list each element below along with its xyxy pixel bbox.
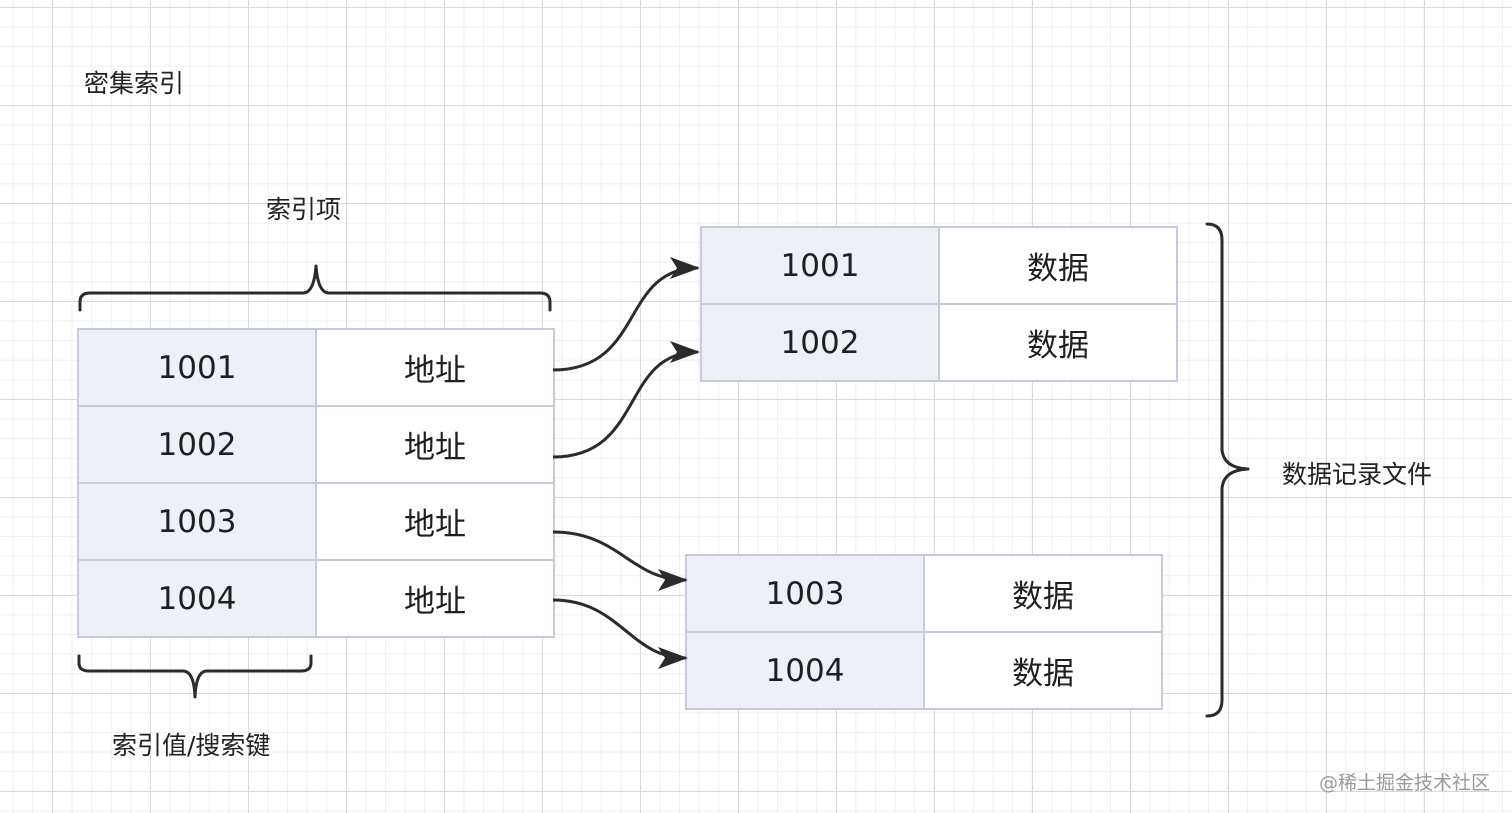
arrow-1004 bbox=[552, 598, 688, 669]
data-row: 1004 数据 bbox=[685, 631, 1163, 710]
index-address-cell: 地址 bbox=[315, 405, 555, 484]
data-block-top: 1001 数据 1002 数据 bbox=[700, 226, 1178, 382]
index-row: 1003 地址 bbox=[77, 482, 555, 561]
data-file-label: 数据记录文件 bbox=[1282, 460, 1433, 489]
index-entry-label: 索引项 bbox=[266, 195, 342, 224]
index-address-cell: 地址 bbox=[315, 328, 555, 407]
arrow-1001 bbox=[552, 257, 700, 372]
data-key-cell: 1001 bbox=[700, 226, 940, 305]
index-key-cell: 1003 bbox=[77, 482, 317, 561]
index-table: 1001 地址 1002 地址 1003 地址 1004 地址 bbox=[77, 328, 555, 638]
data-key-cell: 1002 bbox=[700, 303, 940, 382]
index-address-cell: 地址 bbox=[315, 482, 555, 561]
diagram-title: 密集索引 bbox=[84, 69, 185, 98]
arrow-1002 bbox=[552, 341, 700, 459]
index-address-cell: 地址 bbox=[315, 559, 555, 638]
data-value-cell: 数据 bbox=[923, 631, 1163, 710]
data-value-cell: 数据 bbox=[938, 226, 1178, 305]
data-row: 1003 数据 bbox=[685, 554, 1163, 633]
index-key-cell: 1004 bbox=[77, 559, 317, 638]
arrow-1003 bbox=[552, 530, 688, 591]
data-value-cell: 数据 bbox=[923, 554, 1163, 633]
index-row: 1002 地址 bbox=[77, 405, 555, 484]
index-row: 1001 地址 bbox=[77, 328, 555, 407]
index-entry-brace bbox=[78, 264, 552, 312]
index-key-cell: 1002 bbox=[77, 405, 317, 484]
data-value-cell: 数据 bbox=[938, 303, 1178, 382]
data-row: 1002 数据 bbox=[700, 303, 1178, 382]
index-key-brace bbox=[77, 654, 313, 699]
index-row: 1004 地址 bbox=[77, 559, 555, 638]
index-key-label: 索引值/搜索键 bbox=[112, 731, 271, 760]
data-row: 1001 数据 bbox=[700, 226, 1178, 305]
data-block-bottom: 1003 数据 1004 数据 bbox=[685, 554, 1163, 710]
index-key-cell: 1001 bbox=[77, 328, 317, 407]
watermark-text: @稀土掘金技术社区 bbox=[1318, 772, 1490, 794]
data-file-brace bbox=[1205, 222, 1250, 718]
data-key-cell: 1004 bbox=[685, 631, 925, 710]
data-key-cell: 1003 bbox=[685, 554, 925, 633]
